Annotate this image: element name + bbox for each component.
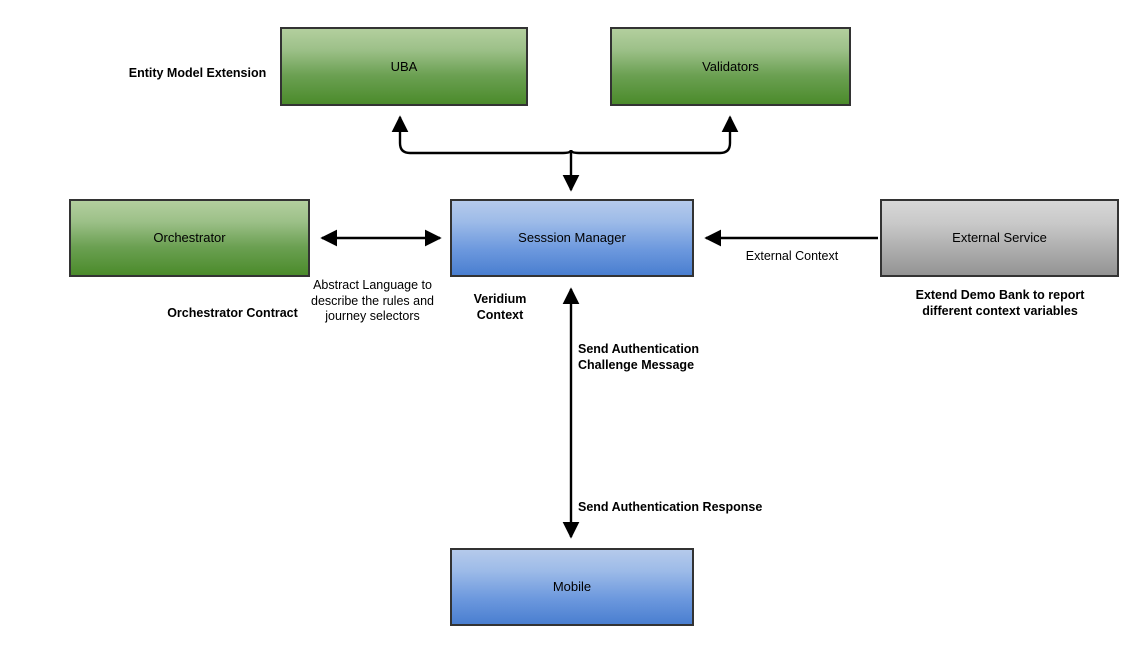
annotation-veridium-context: Veridium Context (473, 292, 527, 322)
annotation-extend-demo-bank: Extend Demo Bank to report different con… (915, 288, 1085, 318)
node-validators-label: Validators (702, 58, 759, 74)
annotation-orchestrator-contract: Orchestrator Contract (167, 306, 298, 320)
node-external-service-label: External Service (952, 230, 1047, 246)
node-mobile[interactable]: Mobile (450, 548, 694, 626)
node-session-manager-label: Sesssion Manager (518, 230, 626, 246)
node-uba-label: UBA (390, 58, 418, 74)
node-external-service[interactable]: External Service (880, 199, 1119, 277)
node-validators[interactable]: Validators (610, 27, 851, 106)
node-orchestrator[interactable]: Orchestrator (69, 199, 310, 277)
annotation-send-auth-challenge: Send Authentication Challenge Message (578, 342, 700, 372)
node-uba[interactable]: UBA (280, 27, 528, 106)
edge-session-manager-to-uba-validators (391, 115, 739, 192)
annotation-external-context: External Context (745, 249, 839, 263)
node-session-manager[interactable]: Sesssion Manager (450, 199, 694, 277)
node-orchestrator-label: Orchestrator (153, 230, 226, 246)
annotation-abstract-language: Abstract Language to describe the rules … (311, 278, 434, 324)
node-mobile-label: Mobile (552, 579, 592, 595)
annotation-send-auth-response: Send Authentication Response (578, 500, 763, 514)
annotation-entity-model-extension: Entity Model Extension (128, 66, 267, 80)
